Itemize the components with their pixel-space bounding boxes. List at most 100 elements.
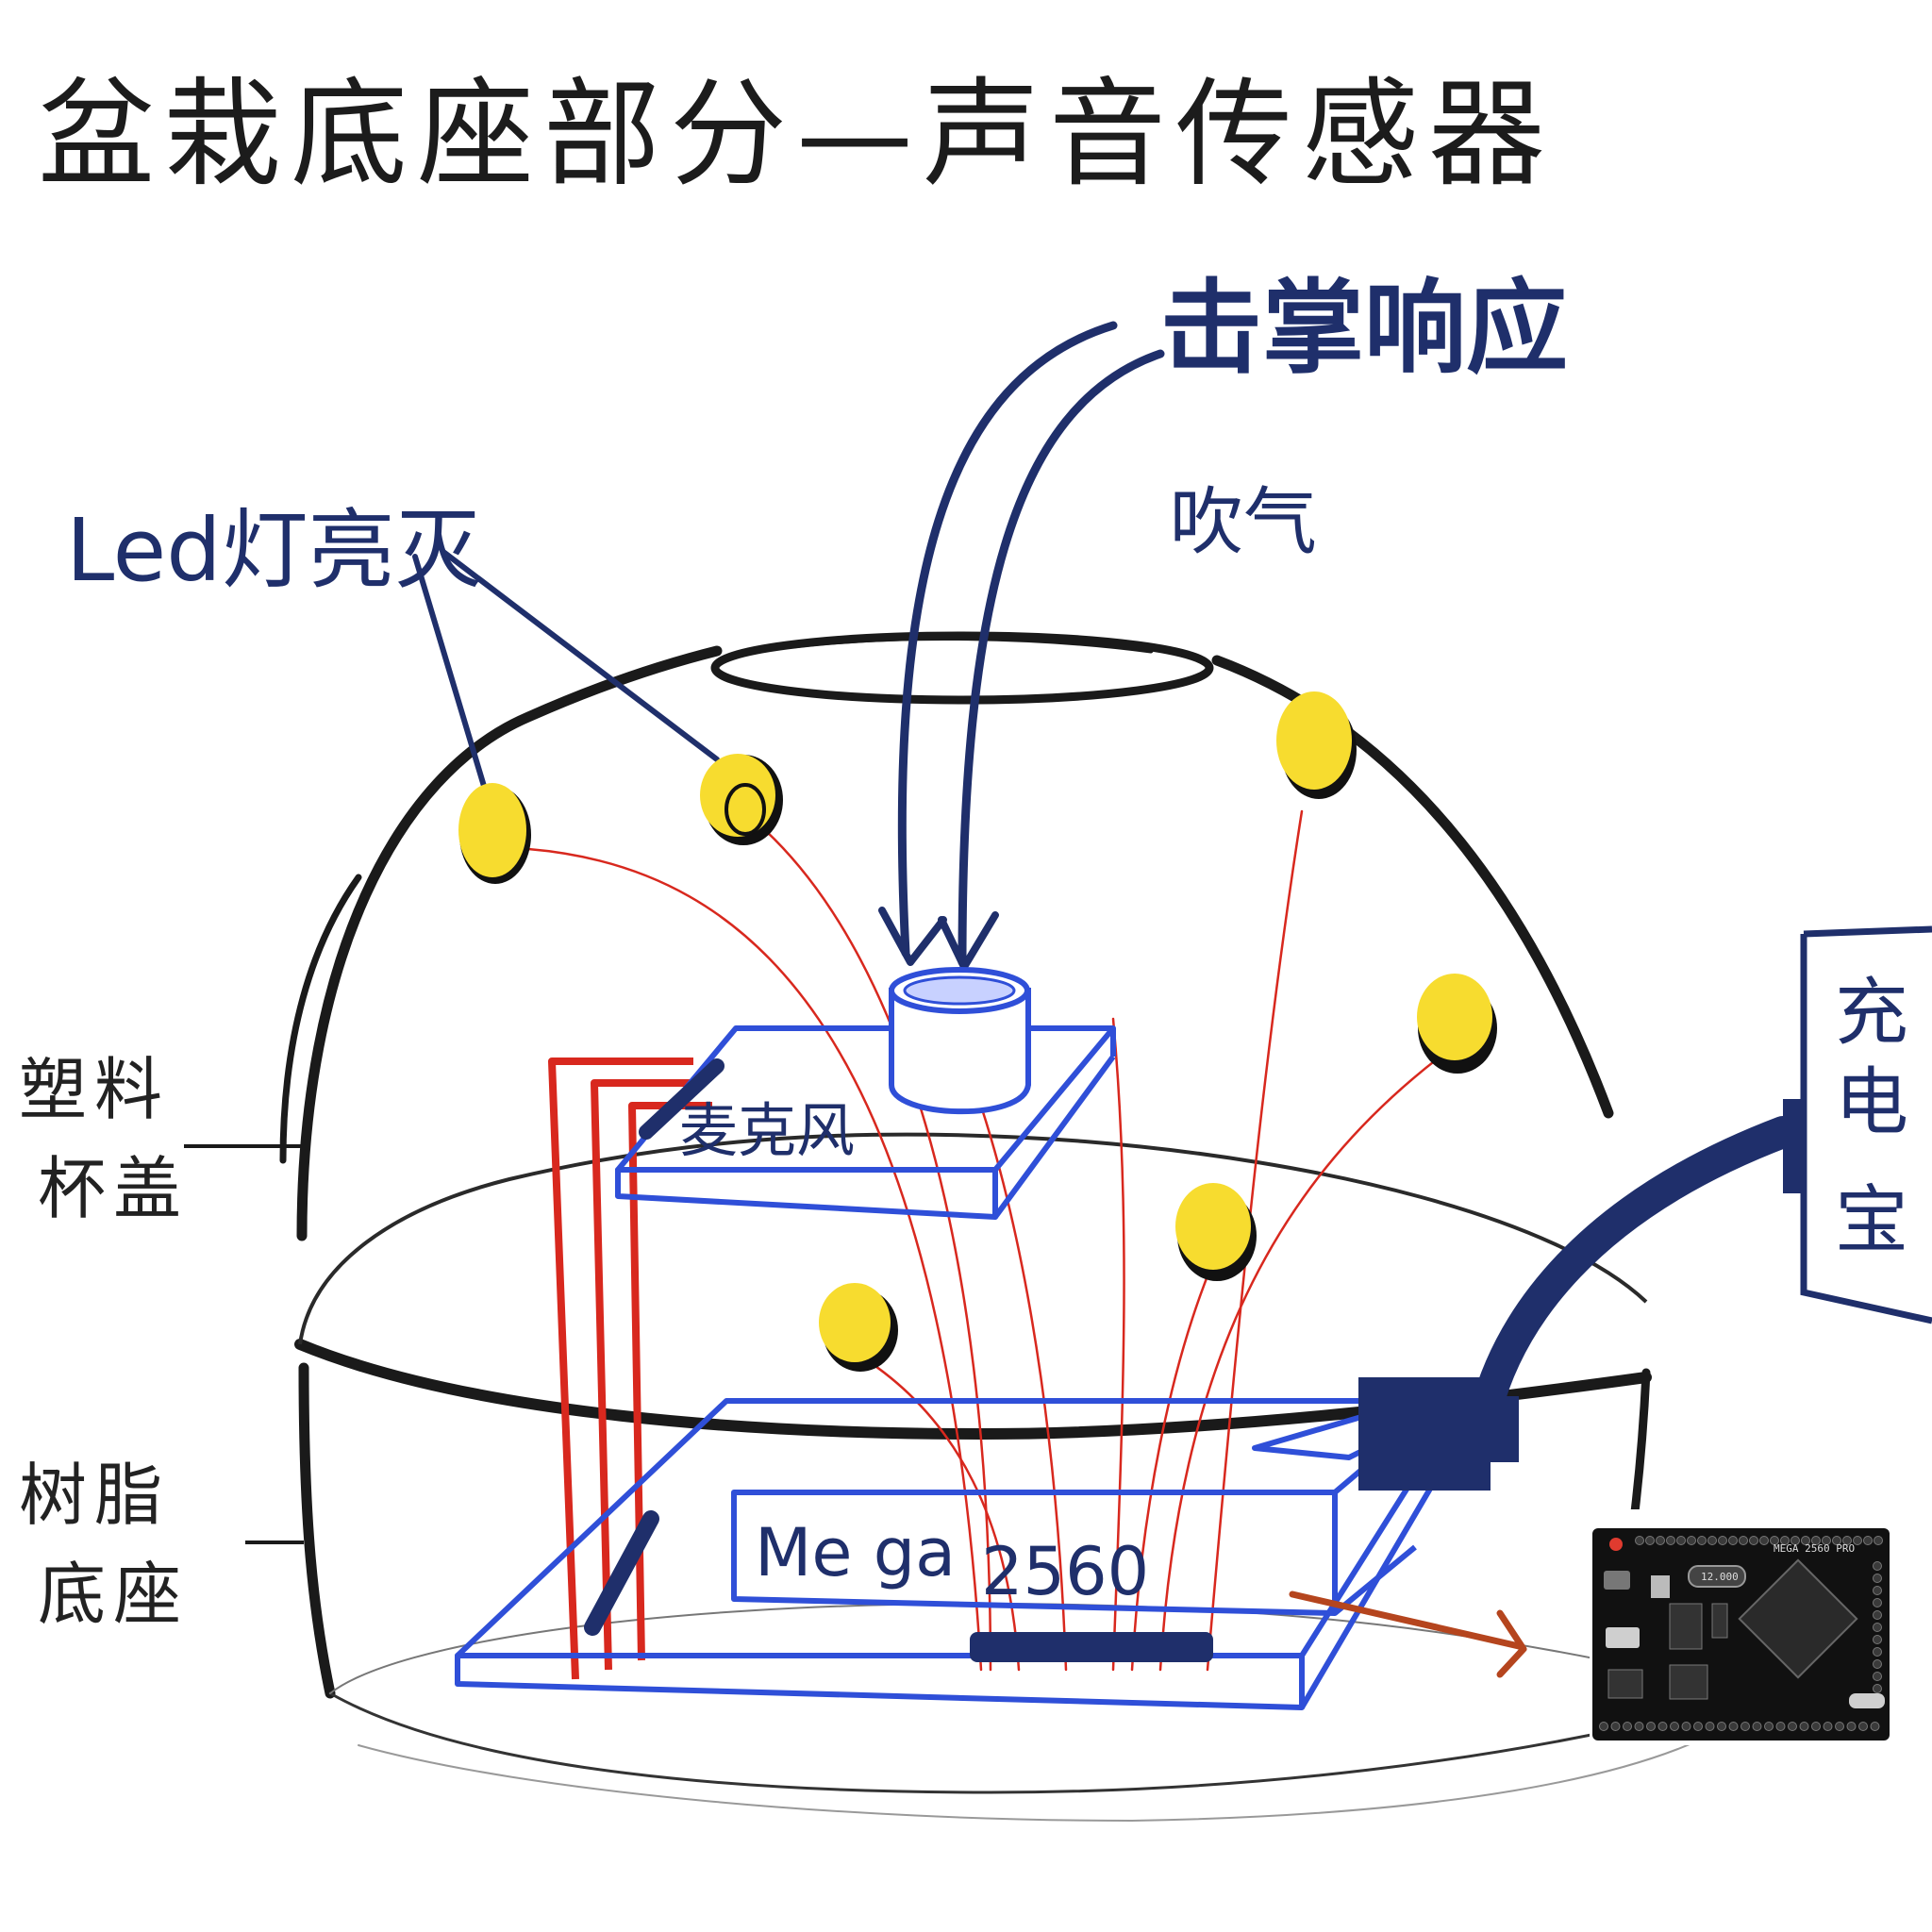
- led-bulb-icon: [700, 754, 783, 845]
- board-pin: [1788, 1722, 1797, 1731]
- mega-header-bottom: [970, 1632, 1213, 1662]
- board-pin: [1873, 1684, 1882, 1693]
- board-pin: [1873, 1659, 1882, 1669]
- board-mcu-chip: [1738, 1558, 1858, 1679]
- board-pin: [1635, 1536, 1644, 1545]
- label-plastic-2: 杯盖: [38, 1149, 189, 1228]
- power-cable: [1470, 1116, 1799, 1426]
- usb-plug: [1358, 1377, 1491, 1491]
- label-resin-1: 树脂: [19, 1456, 170, 1535]
- board-pin: [1634, 1722, 1644, 1731]
- label-charger-2: 电: [1835, 1060, 1908, 1145]
- board-pin: [1681, 1722, 1691, 1731]
- mega2560-board-icon: 12.000 MEGA 2560 PRO: [1590, 1509, 1891, 1745]
- mega-header-left: [584, 1510, 659, 1636]
- dome-top-opening: [710, 631, 1214, 705]
- board-pin: [1835, 1722, 1844, 1731]
- board-pin: [1666, 1536, 1675, 1545]
- power-bank: 充 电 宝: [1358, 925, 1932, 1491]
- board-pin: [1693, 1722, 1703, 1731]
- board-pin: [1610, 1722, 1621, 1731]
- board-pin: [1676, 1536, 1686, 1545]
- label-plastic-1: 塑料: [19, 1050, 170, 1129]
- label-led: Led灯亮灭: [66, 500, 482, 601]
- led-bulb-icon: [458, 783, 531, 884]
- label-charger-3: 宝: [1835, 1178, 1908, 1263]
- led-bulb-icon: [1276, 691, 1357, 799]
- board-pin: [1799, 1722, 1809, 1731]
- led-bulb-icon: [1175, 1183, 1257, 1281]
- board-pin: [1687, 1536, 1696, 1545]
- plastic-cover-dome: [279, 631, 1614, 1241]
- side-labels: 塑料 杯盖 树脂 底座: [19, 1050, 304, 1634]
- board-name-label: MEGA 2560 PRO: [1774, 1542, 1855, 1555]
- board-pin: [1705, 1722, 1715, 1731]
- board-pin: [1811, 1536, 1821, 1545]
- sound-input-annotation: 击掌响应 吹气: [878, 270, 1568, 971]
- board-pin: [1697, 1536, 1707, 1545]
- board-pin: [1728, 1536, 1738, 1545]
- board-pin: [1874, 1536, 1883, 1545]
- board-pin: [1740, 1722, 1750, 1731]
- dome-rim-back: [298, 1132, 1648, 1345]
- board-crystal-label: 12.000: [1701, 1571, 1739, 1583]
- board-pin: [1842, 1536, 1852, 1545]
- board-pin: [1863, 1536, 1873, 1545]
- board-pin: [1853, 1536, 1862, 1545]
- board-pin: [1752, 1722, 1762, 1731]
- board-pin: [1873, 1561, 1882, 1571]
- led-bulb-icon: [819, 1283, 898, 1372]
- page-title: 盆栽底座部分—声音传感器: [38, 67, 1555, 203]
- board-pin: [1775, 1722, 1786, 1731]
- board-pin: [1873, 1647, 1882, 1657]
- board-pin: [1870, 1722, 1880, 1731]
- board-pin: [1873, 1574, 1882, 1583]
- board-pin: [1873, 1598, 1882, 1607]
- board-pin: [1801, 1536, 1810, 1545]
- board-pin: [1718, 1536, 1727, 1545]
- board-pin: [1670, 1722, 1679, 1731]
- led-group: [458, 691, 1497, 1372]
- board-pin: [1873, 1623, 1882, 1632]
- microphone-cylinder-icon: [889, 967, 1031, 1115]
- board-pin: [1739, 1536, 1748, 1545]
- board-pin: [1832, 1536, 1841, 1545]
- board-pin: [1873, 1586, 1882, 1595]
- board-pin: [1759, 1536, 1769, 1545]
- board-pin: [1780, 1536, 1790, 1545]
- mic-connector: [639, 1058, 724, 1140]
- board-pin: [1764, 1722, 1774, 1731]
- board-pin: [1823, 1722, 1833, 1731]
- board-pin: [1657, 1722, 1668, 1731]
- board-pin: [1790, 1536, 1800, 1545]
- board-pin: [1873, 1672, 1882, 1681]
- board-pin: [1822, 1536, 1831, 1545]
- led-bulb-icon: [1417, 974, 1497, 1074]
- label-mega: Me ga: [755, 1514, 956, 1591]
- board-pin: [1623, 1722, 1632, 1731]
- board-pin: [1728, 1722, 1739, 1731]
- arrow-clap: [897, 321, 1118, 958]
- label-mega-model: 2560: [981, 1533, 1149, 1610]
- label-microphone: 麦克风: [679, 1096, 855, 1165]
- arrow-to-board-photo: [1289, 1591, 1527, 1678]
- board-pin: [1646, 1722, 1656, 1731]
- label-clap-response: 击掌响应: [1160, 270, 1568, 388]
- board-pin: [1717, 1722, 1726, 1731]
- board-pin: [1770, 1536, 1779, 1545]
- board-pin: [1811, 1722, 1821, 1731]
- label-resin-2: 底座: [38, 1555, 189, 1634]
- board-pin: [1858, 1722, 1868, 1731]
- label-charger-1: 充: [1835, 971, 1908, 1056]
- board-pin: [1873, 1635, 1882, 1644]
- board-pin: [1707, 1536, 1717, 1545]
- board-pin: [1846, 1722, 1857, 1731]
- arrow-blow: [958, 349, 1165, 967]
- board-pin: [1645, 1536, 1655, 1545]
- label-blow: 吹气: [1170, 480, 1317, 565]
- board-pin: [1749, 1536, 1758, 1545]
- board-pin: [1873, 1610, 1882, 1620]
- board-pin: [1599, 1722, 1608, 1731]
